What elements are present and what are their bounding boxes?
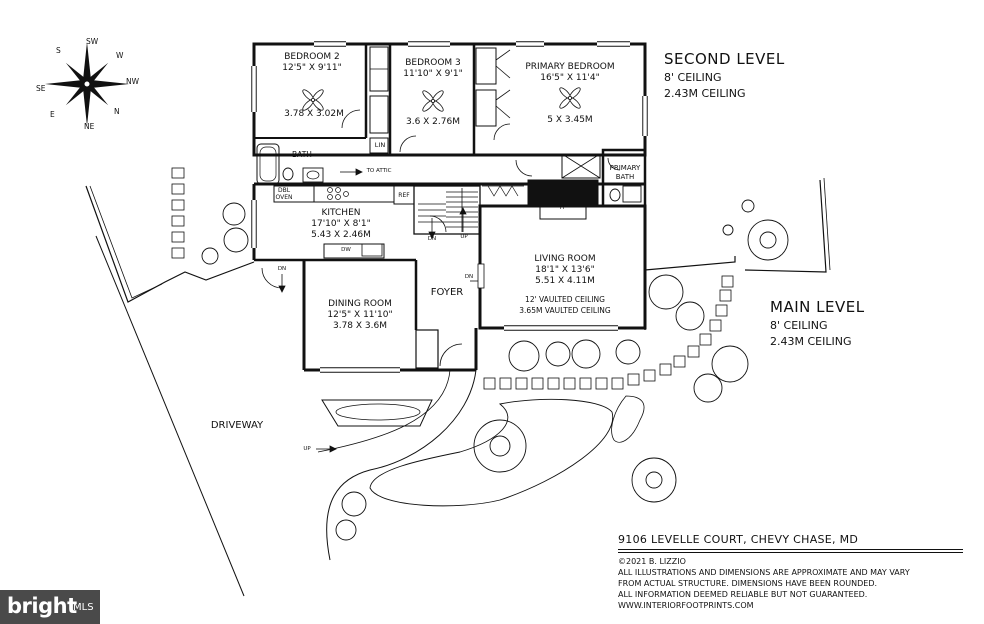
compass-rose: [45, 42, 129, 126]
bath-label: BATH: [292, 150, 312, 159]
website-line: WWW.INTERIORFOOTPRINTS.COM: [618, 601, 754, 610]
disclaimer-line-3: ALL INFORMATION DEEMED RELIABLE BUT NOT …: [618, 590, 868, 599]
driveway-label: DRIVEWAY: [210, 420, 264, 431]
stair-down-label: DN: [427, 236, 437, 242]
main-level-ceiling: 8' CEILING 2.43M CEILING: [770, 319, 852, 348]
room-metric-primary-bedroom: 5 X 3.45M: [547, 115, 593, 125]
compass-label-n: N: [114, 107, 120, 116]
second-level-title: SECOND LEVEL: [664, 50, 785, 68]
second-level-ceiling: 8' CEILING 2.43M CEILING: [664, 71, 746, 100]
plan-footer: 9106 LEVELLE COURT, CHEVY CHASE, MD ©202…: [618, 533, 963, 611]
compass-label-nw: NW: [126, 77, 140, 86]
footer-rule: [618, 549, 963, 550]
copyright-line: ©2021 B. LIZZIO: [618, 557, 686, 566]
room-label-primary-bedroom: PRIMARY BEDROOM 16'5" X 11'4": [525, 62, 615, 83]
refrigerator-label: REF: [398, 192, 410, 199]
brand-mls: MLS: [73, 602, 94, 613]
property-address: 9106 LEVELLE COURT, CHEVY CHASE, MD: [618, 533, 859, 546]
compass-label-e: E: [50, 110, 55, 119]
main-level-title: MAIN LEVEL: [770, 298, 865, 316]
foyer-label: FOYER: [430, 287, 464, 298]
driveway-up-label: UP: [303, 446, 311, 452]
footer-rule-thin: [618, 552, 963, 553]
room-metric-bedroom-3: 3.6 X 2.76M: [405, 117, 460, 127]
disclaimer-line-1: ALL ILLUSTRATIONS AND DIMENSIONS ARE APP…: [618, 568, 910, 577]
room-label-kitchen: KITCHEN 17'10" X 8'1" 5.43 X 2.46M: [311, 208, 371, 240]
linen-closet-label: LIN: [374, 141, 386, 149]
compass-label-ne: NE: [84, 122, 95, 131]
dishwasher-label: DW: [341, 247, 351, 253]
brand-name: bright: [7, 594, 77, 618]
entry-down-label: DN: [464, 274, 474, 280]
room-label-bedroom-2: BEDROOM 2 12'5" X 9'11": [282, 52, 342, 73]
to-attic-label: TO ATTIC: [366, 168, 392, 174]
stair-up-label: UP: [460, 234, 468, 240]
double-oven-label: DBL OVEN: [275, 187, 293, 201]
second-level-plan: [251, 41, 648, 208]
room-metric-bedroom-2: 3.78 X 3.02M: [284, 109, 344, 119]
disclaimer-line-2: FROM ACTUAL STRUCTURE. DIMENSIONS HAVE B…: [618, 579, 878, 588]
compass-label-s: S: [56, 46, 61, 55]
fireplace-label: FP: [559, 205, 567, 211]
room-label-living: LIVING ROOM 18'1" X 13'6" 5.51 X 4.11M: [534, 254, 596, 286]
bright-mls-watermark: bright MLS: [0, 590, 100, 624]
site-plan: [85, 167, 831, 597]
room-label-bedroom-3: BEDROOM 3 11'10" X 9'1": [403, 58, 463, 79]
compass-label-se: SE: [36, 84, 46, 93]
room-label-dining: DINING ROOM 12'5" X 11'10" 3.78 X 3.6M: [327, 299, 393, 331]
main-level-plan: [251, 179, 647, 373]
side-door-down-label: DN: [277, 266, 287, 272]
compass-label-w: W: [116, 51, 124, 60]
compass-label-sw: SW: [86, 37, 99, 46]
primary-bath-label: PRIMARY BATH: [609, 164, 641, 181]
stair-arrows: [278, 168, 478, 453]
living-vaulted-ceiling: 12' VAULTED CEILING 3.65M VAULTED CEILIN…: [519, 295, 611, 315]
